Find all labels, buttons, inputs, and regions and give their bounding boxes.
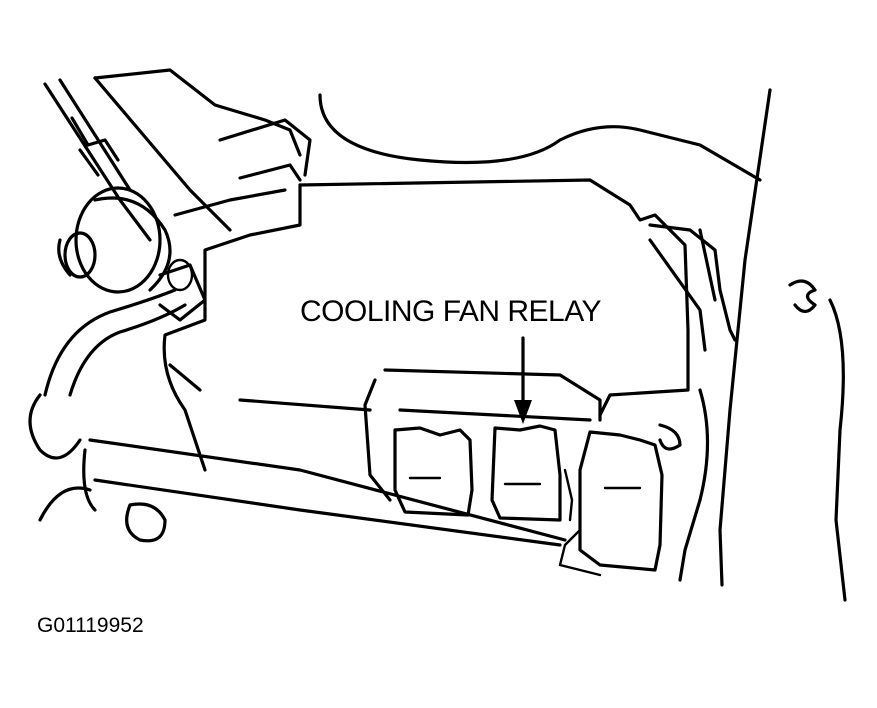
callout-arrow — [514, 336, 532, 424]
body-panel-right — [648, 88, 847, 602]
figure-id-label: G01119952 — [37, 614, 144, 637]
relay-right — [558, 430, 664, 577]
relay-left — [393, 426, 474, 517]
cooling-fan-relay-label: COOLING FAN RELAY — [300, 295, 602, 328]
engine-components-left — [28, 68, 312, 543]
relay-cooling-fan — [490, 424, 574, 522]
relay-box-cover — [162, 93, 762, 502]
mounting-bracket — [88, 388, 710, 582]
